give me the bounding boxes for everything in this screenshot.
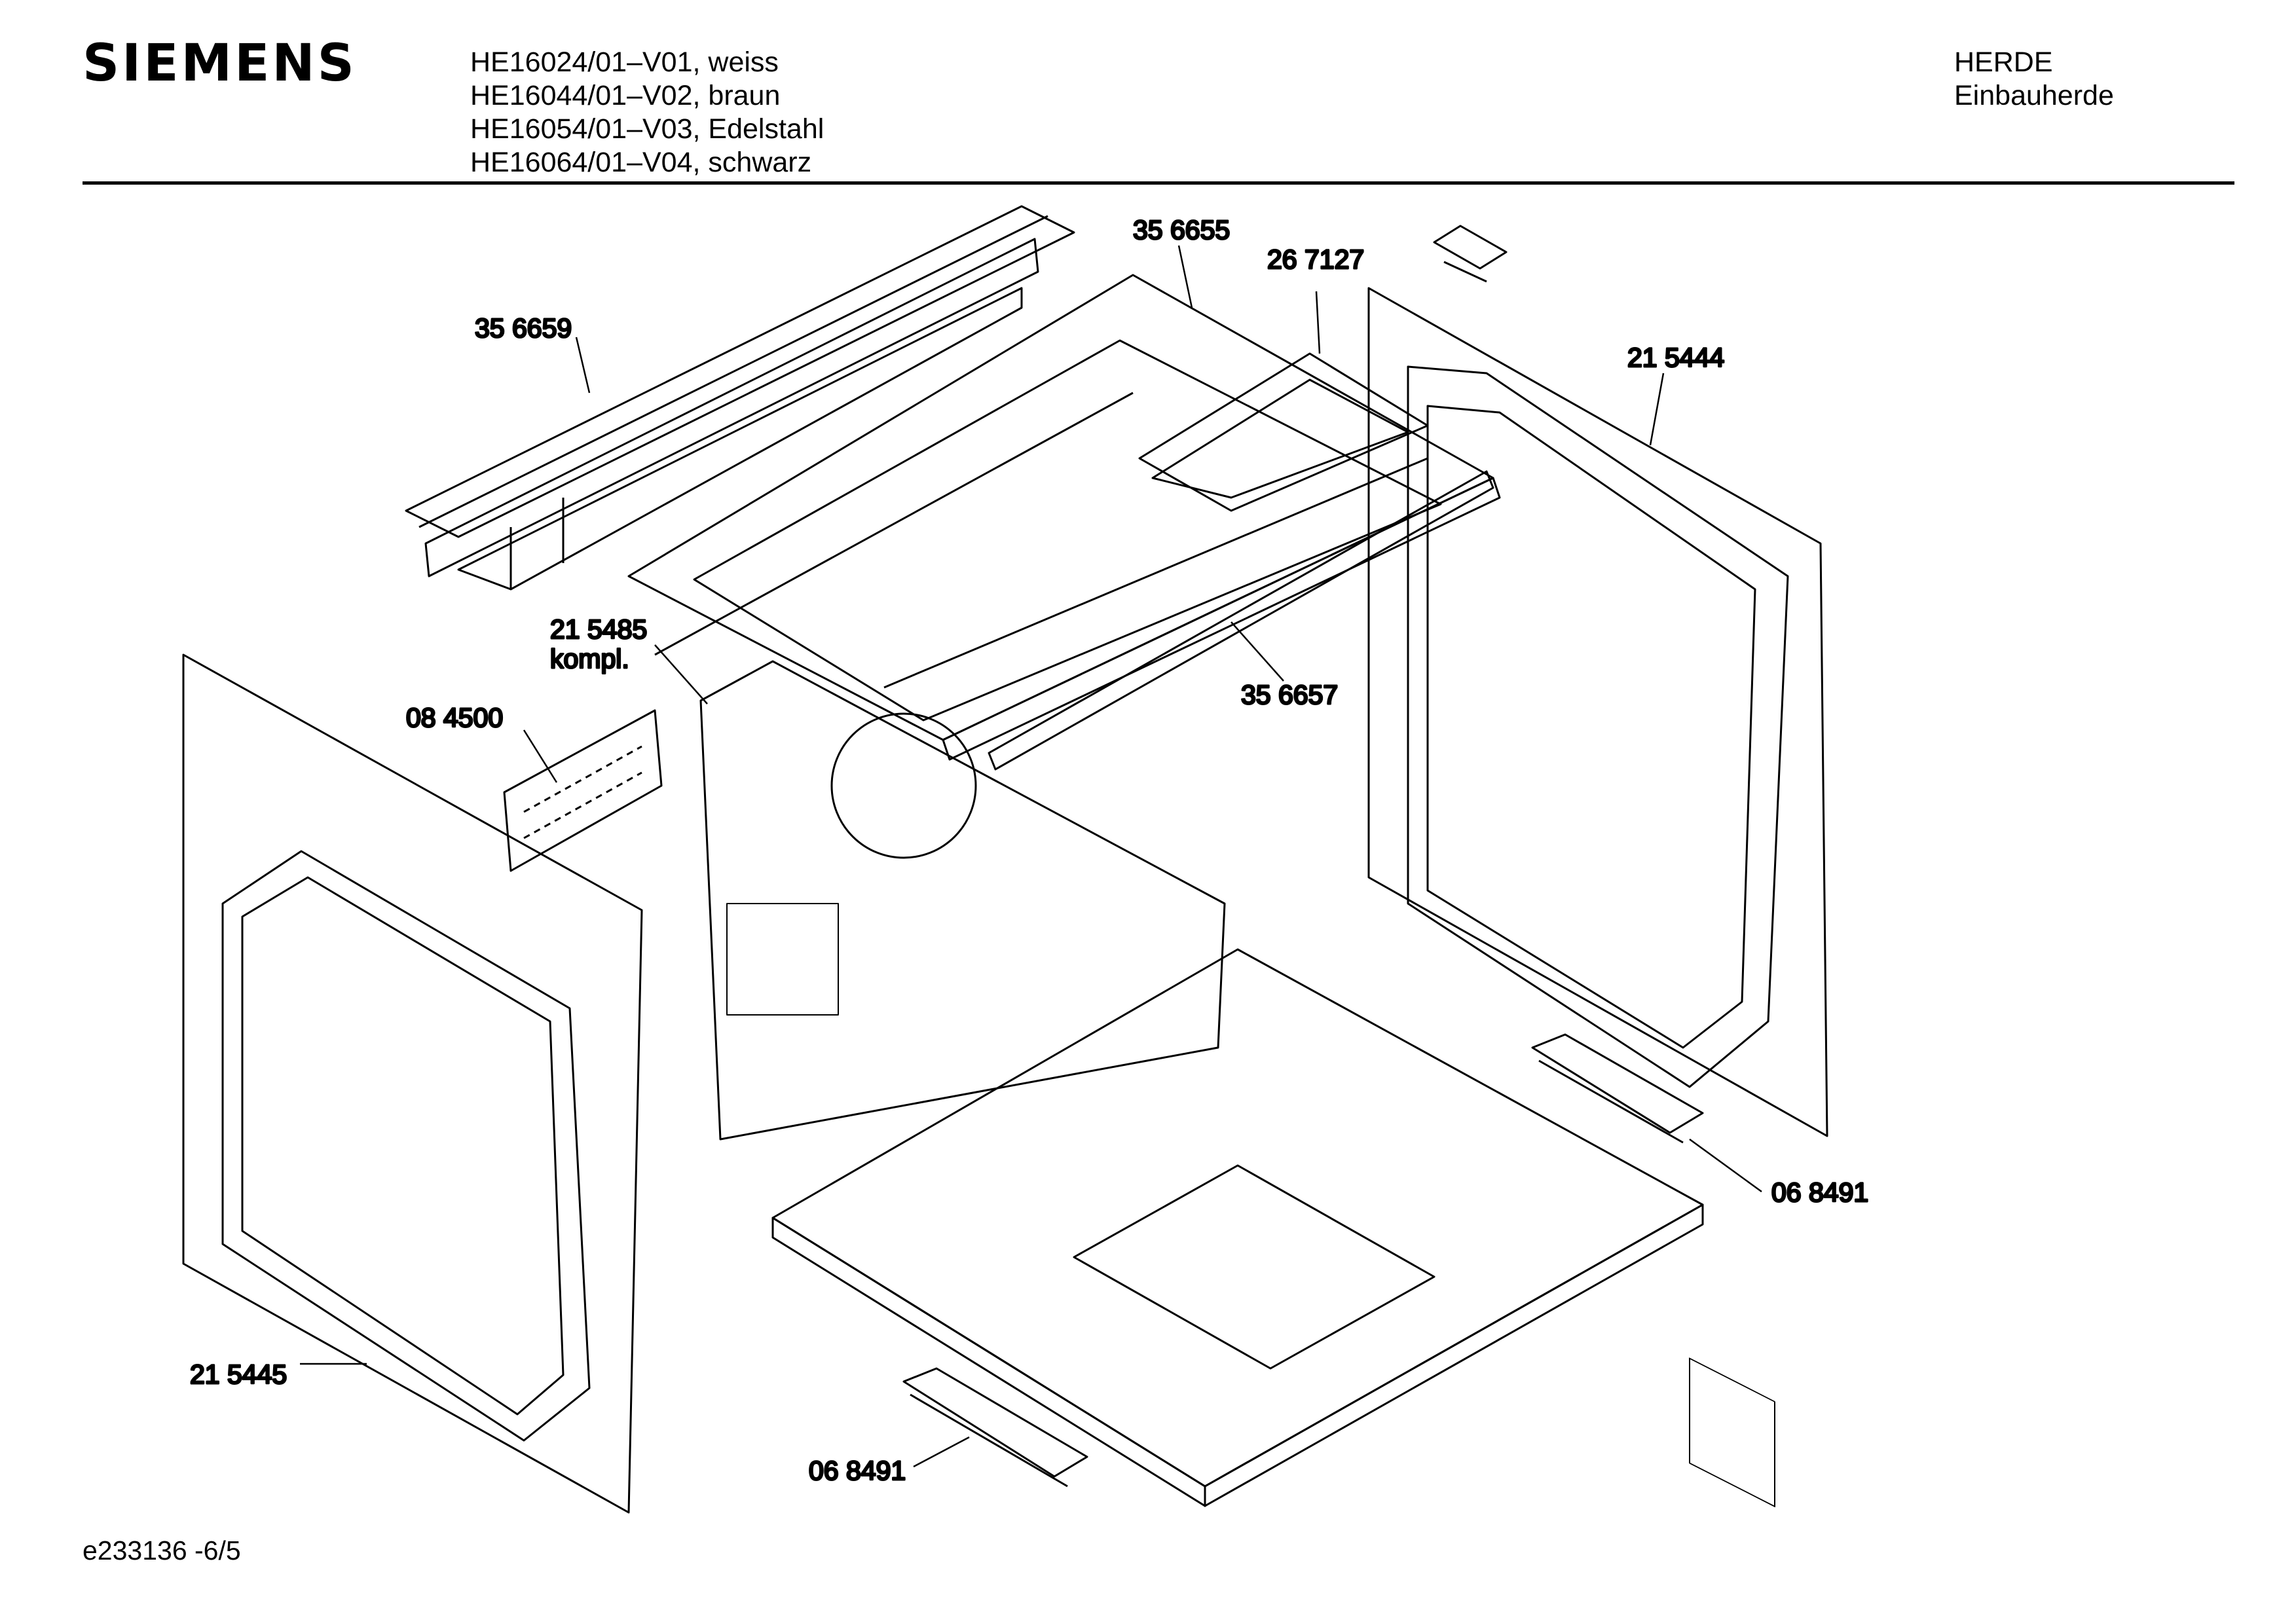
top-rail-part[interactable] [405, 205, 1075, 591]
callout-back-panel-note: kompl. [550, 644, 629, 674]
callout-grille: 08 4500 [406, 703, 503, 733]
callout-top-bracket: 26 7127 [1267, 244, 1364, 274]
oven-base-part [771, 948, 1704, 1507]
callout-back-panel: 21 5485 [550, 614, 647, 644]
model-line: HE16064/01–V04, schwarz [470, 147, 812, 178]
left-side-panel-part[interactable] [182, 653, 643, 1514]
grille-part[interactable] [503, 709, 663, 872]
slide-rail-right-part[interactable] [1531, 1033, 1704, 1144]
slide-rail-bottom-part[interactable] [902, 1367, 1088, 1488]
category-block: HERDE Einbauherde [1954, 46, 2114, 113]
back-panel-part[interactable] [699, 660, 1226, 1141]
callout-top-cover: 35 6655 [1133, 215, 1230, 245]
model-line: HE16054/01–V03, Edelstahl [470, 113, 824, 145]
callout-rail-right: 06 8491 [1771, 1177, 1868, 1207]
brand-logo: SIEMENS [83, 34, 357, 93]
callout-left-side-panel: 21 5445 [190, 1359, 287, 1389]
top-bracket-part[interactable] [1138, 352, 1429, 512]
model-list: HE16024/01–V01, weiss HE16044/01–V02, br… [470, 46, 824, 179]
category-subtitle: Einbauherde [1954, 80, 2114, 111]
callout-rail-bottom: 06 8491 [809, 1456, 906, 1486]
clip-part [1433, 225, 1508, 283]
callout-top-rail: 35 6659 [475, 313, 572, 343]
category-title: HERDE [1954, 46, 2053, 78]
model-line: HE16044/01–V02, braun [470, 80, 781, 111]
callout-right-side-panel: 21 5444 [1627, 342, 1724, 373]
header-divider [83, 181, 2234, 185]
right-side-panel-part[interactable] [1367, 287, 1828, 1507]
model-line: HE16024/01–V01, weiss [470, 46, 779, 78]
document-id: e233136 -6/5 [83, 1535, 241, 1566]
leader-lines [300, 245, 1762, 1468]
top-cover-part[interactable] [627, 274, 1501, 761]
callout-front-strip: 35 6657 [1241, 680, 1338, 710]
front-strip-part[interactable] [988, 470, 1494, 771]
